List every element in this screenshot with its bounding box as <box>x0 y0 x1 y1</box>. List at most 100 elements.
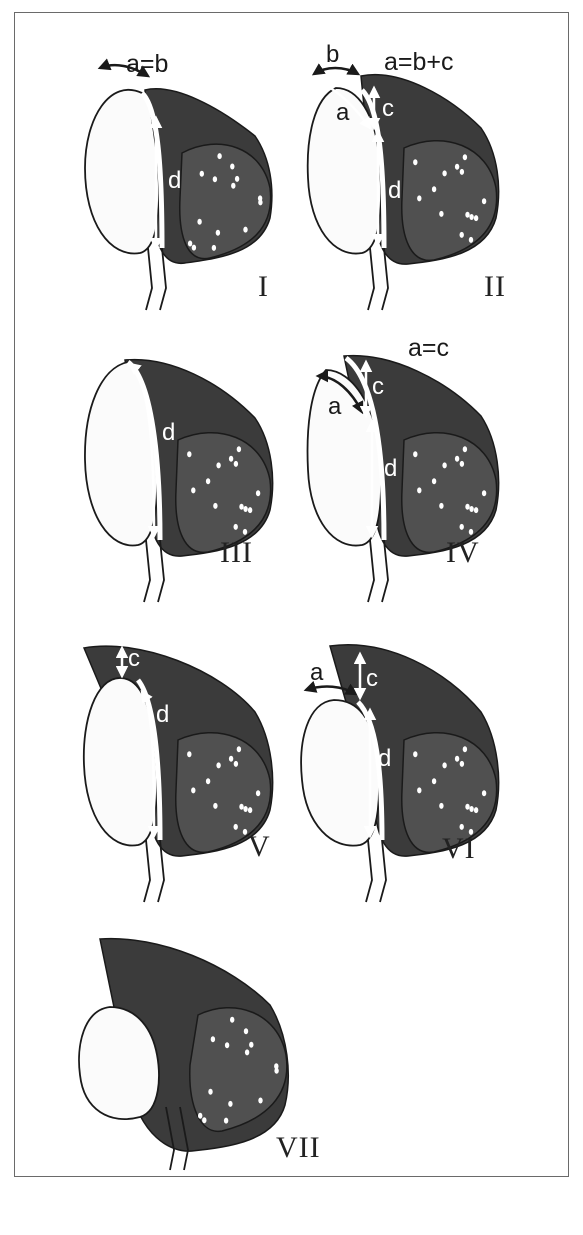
roman-numeral: IV <box>446 536 480 570</box>
muscle-speckle <box>463 446 467 452</box>
muscle-speckle <box>234 761 238 767</box>
bone-shaft <box>368 248 388 310</box>
muscle-speckle <box>187 451 191 457</box>
muscle-speckle <box>248 507 252 513</box>
segment-label-d: d <box>388 177 401 204</box>
muscle-speckle <box>256 490 260 496</box>
equation-label: a=b <box>126 50 168 79</box>
muscle-speckle <box>465 504 469 510</box>
muscle-speckle <box>211 1036 215 1042</box>
muscle-speckle <box>460 232 464 238</box>
muscle-speckle <box>417 195 421 201</box>
illustration-panel-7 <box>70 935 330 1235</box>
panel-4: a c d a=c IV <box>296 340 556 640</box>
segment-label-d: d <box>156 701 169 728</box>
muscle-speckle <box>469 529 473 535</box>
muscle-speckle <box>188 241 192 247</box>
muscle-speckle <box>417 487 421 493</box>
muscle-speckle <box>460 761 464 767</box>
muscle-speckle <box>237 746 241 752</box>
illustration-panel-5: c d <box>70 640 330 940</box>
roman-numeral: I <box>258 270 269 304</box>
muscle-speckle <box>469 806 473 812</box>
muscle-speckle <box>460 461 464 467</box>
muscle-speckle <box>244 1028 248 1034</box>
muscle-speckle <box>482 198 486 204</box>
muscle-speckle <box>208 1089 212 1095</box>
panel-7: VII <box>70 935 330 1235</box>
roman-numeral: VI <box>442 832 476 866</box>
muscle-speckle <box>234 824 238 830</box>
segment-label-d: d <box>384 455 397 482</box>
muscle-speckle <box>463 154 467 160</box>
muscle-speckle <box>474 507 478 513</box>
muscle-speckle <box>465 212 469 218</box>
muscle-speckle <box>239 504 243 510</box>
muscle-speckle <box>198 1113 202 1119</box>
muscle-speckle <box>230 164 234 170</box>
muscle-speckle <box>231 183 235 189</box>
panel-5: c d V <box>70 640 330 940</box>
muscle-speckle <box>235 176 239 182</box>
muscle-speckle <box>432 778 436 784</box>
muscle-speckle <box>229 756 233 762</box>
muscle-speckle <box>455 164 459 170</box>
muscle-speckle <box>465 804 469 810</box>
muscle-speckle <box>224 1118 228 1124</box>
muscle-speckle <box>191 787 195 793</box>
segment-label-a: a <box>336 99 350 126</box>
bone-shaft <box>144 540 164 602</box>
roman-numeral: II <box>484 270 506 304</box>
segment-label-d: d <box>378 745 391 772</box>
segment-label-a: a <box>310 659 324 686</box>
muscle-speckle <box>258 199 262 205</box>
muscle-speckle <box>274 1068 278 1074</box>
muscle-speckle <box>229 456 233 462</box>
muscle-speckle <box>455 456 459 462</box>
muscle-speckle <box>482 790 486 796</box>
roman-numeral: III <box>220 536 253 570</box>
muscle-speckle <box>474 807 478 813</box>
muscle-speckle <box>413 451 417 457</box>
illustration-panel-4: a c d <box>296 340 556 640</box>
muscle-speckle <box>243 227 247 233</box>
muscle-speckle <box>216 230 220 236</box>
muscle-speckle <box>243 806 247 812</box>
muscle-speckle <box>469 237 473 243</box>
muscle-speckle <box>442 762 446 768</box>
muscle-speckle <box>243 529 247 535</box>
muscle-speckle <box>225 1042 229 1048</box>
segment-arrow-b <box>314 68 358 74</box>
muscle-speckle <box>469 214 473 220</box>
segment-label-c: c <box>372 373 384 400</box>
muscle-speckle <box>216 762 220 768</box>
muscle-speckle <box>202 1117 206 1123</box>
muscle-speckle <box>442 462 446 468</box>
panel-1: d a=b I <box>70 48 330 348</box>
muscle-speckle <box>258 1098 262 1104</box>
muscle-speckle <box>230 1017 234 1023</box>
muscle-cut-face <box>180 144 271 258</box>
muscle-speckle <box>460 169 464 175</box>
muscle-speckle <box>442 170 446 176</box>
muscle-speckle <box>460 824 464 830</box>
muscle-speckle <box>460 524 464 530</box>
equation-label: a=b+c <box>384 48 454 77</box>
illustration-panel-2: b a c d <box>296 48 556 348</box>
muscle-speckle <box>439 803 443 809</box>
muscle-speckle <box>432 478 436 484</box>
segment-label-a: a <box>328 393 342 420</box>
muscle-speckle <box>192 245 196 251</box>
muscle-speckle <box>432 186 436 192</box>
muscle-speckle <box>248 807 252 813</box>
muscle-speckle <box>213 176 217 182</box>
equation-label: a=c <box>408 334 449 363</box>
segment-label-c: c <box>366 665 378 692</box>
muscle-speckle <box>463 746 467 752</box>
bone-shaft <box>146 248 166 310</box>
muscle-speckle <box>234 461 238 467</box>
muscle-speckle <box>197 219 201 225</box>
illustration-panel-6: a c d <box>296 640 556 940</box>
muscle-speckle <box>212 245 216 251</box>
muscle-speckle <box>474 215 478 221</box>
